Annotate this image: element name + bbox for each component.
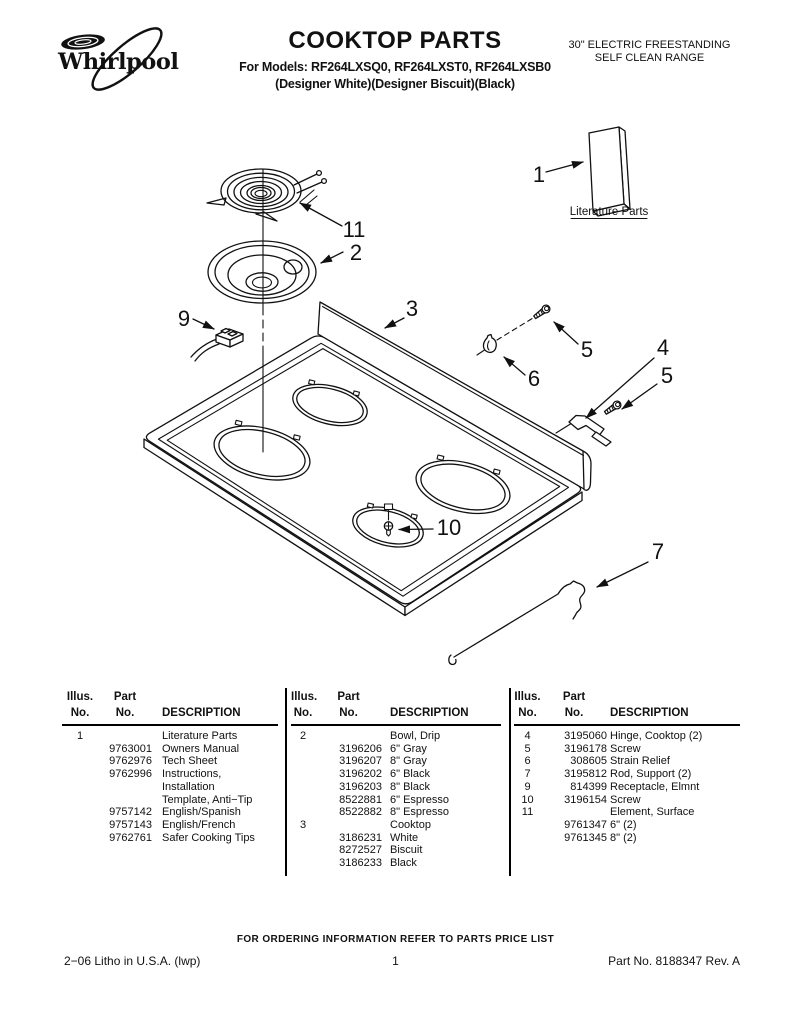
callout-receptacle: 9 xyxy=(178,306,190,331)
header-description: DESCRIPTION xyxy=(390,706,469,719)
burner-screw-drawing xyxy=(383,503,394,537)
header-description: DESCRIPTION xyxy=(610,706,689,719)
header-part: Part xyxy=(337,691,360,703)
callout-burner-screw: 10 xyxy=(437,515,461,540)
header-illus: Illus. xyxy=(514,691,541,703)
callout-drip-bowl: 2 xyxy=(350,240,362,265)
range-line-1: 30" ELECTRIC FREESTANDING xyxy=(568,39,731,51)
burner-ring-left-front xyxy=(213,419,311,481)
callout-literature: 1 xyxy=(533,162,545,187)
parts-table-header: Illus. Part No. No. DESCRIPTION xyxy=(62,690,278,726)
receptacle-drawing xyxy=(190,327,244,362)
header-part-no: No. xyxy=(564,706,584,719)
callout-support-rod: 7 xyxy=(652,539,664,564)
literature-book-drawing xyxy=(588,126,631,217)
logo-wordmark: Whirlpool xyxy=(57,49,178,75)
strain-relief-drawing xyxy=(476,333,497,356)
callout-surface-element: 11 xyxy=(343,217,366,242)
callout-strain-relief: 6 xyxy=(528,366,540,391)
hinge-drawing xyxy=(555,414,612,447)
callout-cooktop: 3 xyxy=(406,296,418,321)
header-illus-no: No. xyxy=(518,706,537,719)
exploded-parts-diagram: Literature Parts xyxy=(143,126,673,666)
finish-line: (Designer White)(Designer Biscuit)(Black… xyxy=(275,77,515,91)
burner-ring-right-rear xyxy=(415,454,511,515)
header-illus: Illus. xyxy=(291,691,318,703)
screw-top-drawing xyxy=(531,302,553,322)
column-divider xyxy=(285,688,287,876)
cooktop-drawing xyxy=(143,301,592,617)
page-number: 1 xyxy=(392,954,399,968)
literature-caption: Literature Parts xyxy=(570,206,649,218)
callout-screw-top: 5 xyxy=(581,337,593,362)
parts-row: Installation xyxy=(162,780,215,793)
burner-ring-left-rear xyxy=(292,379,368,427)
range-type-block: 30" ELECTRIC FREESTANDING SELF CLEAN RAN… xyxy=(552,39,747,65)
litho-line: 2−06 Litho in U.S.A. (lwp) xyxy=(64,954,201,968)
surface-element-drawing xyxy=(206,168,328,222)
drip-bowl-drawing xyxy=(207,240,317,304)
parts-table-header: Illus. Part No. No. DESCRIPTION xyxy=(291,690,501,726)
header-part: Part xyxy=(113,691,137,703)
header-illus-no: No. xyxy=(70,706,90,719)
header-description: DESCRIPTION xyxy=(162,706,241,719)
parts-table-header: Illus. Part No. No. DESCRIPTION xyxy=(514,690,740,726)
header-part-no: No. xyxy=(339,706,358,719)
header-part: Part xyxy=(562,691,586,703)
range-line-2: SELF CLEAN RANGE xyxy=(594,52,705,64)
logo-emblem-icon xyxy=(61,34,105,50)
header-part-no: No. xyxy=(115,706,135,719)
callouts: 1 11 2 3 9 5 6 4 5 10 7 xyxy=(178,161,673,588)
title-block: COOKTOP PARTS For Models: RF264LXSQ0, RF… xyxy=(190,27,600,91)
header-illus-no: No. xyxy=(293,706,313,719)
page-title: COOKTOP PARTS xyxy=(288,27,502,54)
screw-hinge-drawing xyxy=(602,398,624,417)
whirlpool-logo: Whirlpool xyxy=(57,27,179,91)
models-line: For Models: RF264LXSQ0, RF264LXST0, RF26… xyxy=(239,60,551,74)
parts-row: Template, Anti−Tip xyxy=(162,793,253,806)
callout-hinge: 4 xyxy=(657,335,669,360)
logo-swirl-ring xyxy=(91,27,163,91)
support-rod-drawing xyxy=(448,580,586,666)
ordering-note: FOR ORDERING INFORMATION REFER TO PARTS … xyxy=(236,934,555,945)
callout-screw-hinge: 5 xyxy=(661,363,673,388)
header-illus: Illus. xyxy=(66,691,94,703)
document-part-number: Part No. 8188347 Rev. A xyxy=(608,954,740,968)
column-divider xyxy=(509,688,511,876)
